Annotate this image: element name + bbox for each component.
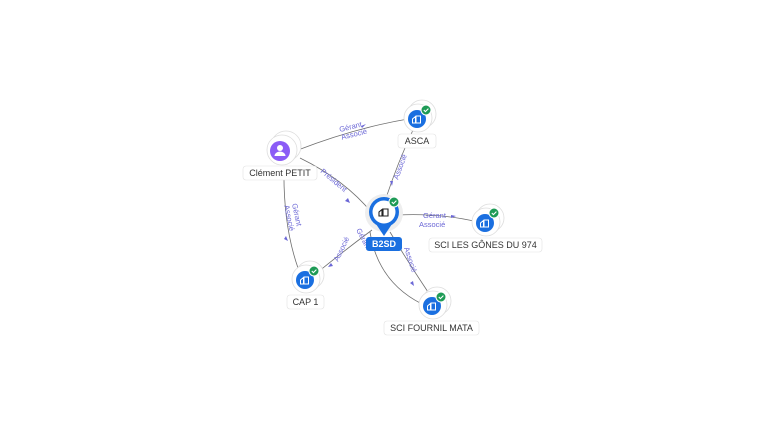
edge-label: Associé (332, 235, 352, 263)
edge-arrow (328, 263, 333, 267)
check-glyph (423, 108, 429, 113)
node-b2sd[interactable]: B2SD (365, 194, 403, 251)
edge-label-line: Associé (402, 246, 419, 274)
building-glyph (300, 276, 309, 285)
node-cap-1[interactable]: CAP 1 (286, 260, 325, 310)
edge-label-line: Associé (419, 220, 445, 229)
node-label-box (286, 294, 325, 310)
edge-label: Associé (402, 246, 419, 274)
edge-label-line: Associé (391, 153, 408, 181)
edge-clement-asca[interactable]: Gérant Associé (297, 118, 409, 151)
verified-check-icon (308, 265, 320, 277)
edge-arrow (284, 236, 288, 241)
node-sci-fournil-mata[interactable]: SCI FOURNIL MATA (383, 286, 480, 336)
building-icon (378, 208, 389, 217)
node-asca[interactable]: ASCA (397, 99, 437, 149)
edge-label-line: Président (319, 167, 350, 195)
check-glyph (391, 200, 397, 205)
pin-tail (376, 224, 392, 236)
edge-arrow (410, 281, 414, 286)
edge-clement-cap1[interactable]: Gérant Associé (282, 167, 304, 269)
edge-label: Associé (391, 153, 408, 181)
verified-check-icon (488, 207, 500, 219)
building-glyph (412, 115, 421, 124)
node-label: CAP 1 (293, 297, 319, 307)
node-label: SCI LES GÔNES DU 974 (434, 240, 537, 250)
center-label-box (366, 237, 402, 251)
check-glyph (491, 211, 497, 216)
node-label-box (397, 133, 437, 149)
edge-arrow (451, 215, 456, 218)
node-label: ASCA (405, 136, 430, 146)
check-glyph (438, 295, 444, 300)
edge-label: Président (319, 167, 350, 195)
person-icon-body (274, 151, 286, 156)
check-glyph (311, 269, 317, 274)
node-label: SCI FOURNIL MATA (390, 323, 473, 333)
edge-arrow (345, 198, 350, 203)
verified-check-icon (420, 104, 432, 116)
edge-label-line: Associé (332, 235, 352, 263)
center-label: B2SD (372, 239, 397, 249)
edge-b2sd-scilg[interactable]: Gérant Associé (397, 211, 479, 229)
node-clement-petit[interactable]: Clément PETIT (242, 130, 318, 181)
edge-arrow (361, 124, 366, 128)
node-label-box (383, 320, 480, 336)
node-label-box (428, 237, 543, 253)
edge-label: Gérant Associé (282, 203, 304, 232)
edge-arrow (390, 181, 393, 186)
verified-check-icon (388, 196, 400, 208)
person-icon-head (277, 145, 283, 151)
node-sci-les-gones-du-974[interactable]: SCI LES GÔNES DU 974 (428, 203, 543, 253)
node-label-box (242, 165, 318, 181)
center-pin-inner (372, 200, 396, 224)
edge-label: Gérant Associé (419, 211, 448, 229)
node-label: Clément PETIT (249, 168, 311, 178)
edge-label-line: Gérant (423, 211, 447, 220)
building-glyph (480, 219, 489, 228)
verified-check-icon (435, 291, 447, 303)
building-glyph (427, 302, 436, 311)
edge-label: Gérant Associé (338, 119, 368, 142)
